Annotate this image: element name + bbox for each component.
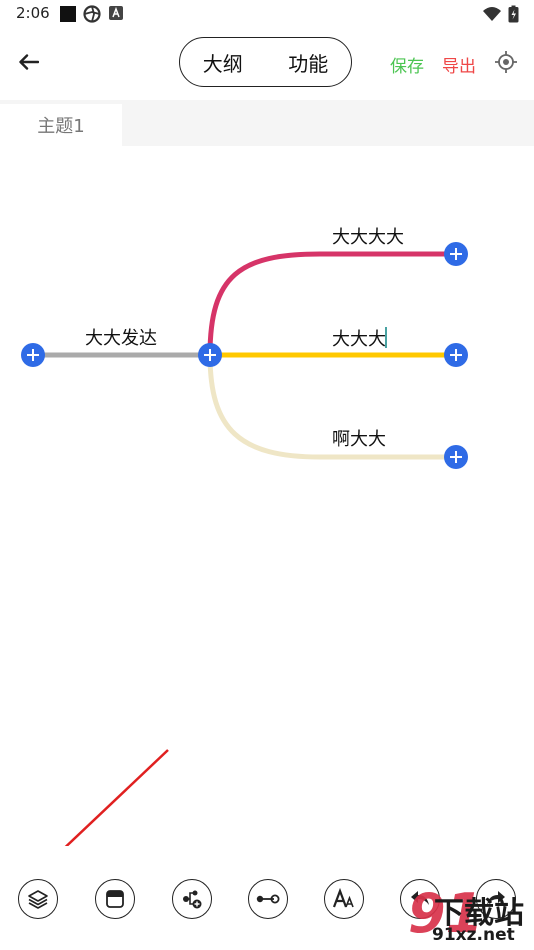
child-node-label-1[interactable]: 大大大大 [332,227,404,248]
font-size-icon [332,888,354,908]
locate-button[interactable] [494,50,518,74]
view-switcher: 大纲 功能 [179,37,352,87]
layers-icon [28,890,48,909]
bottom-toolbar [0,876,534,924]
watermark-logo: 91 [408,882,484,945]
child-node-label-3[interactable]: 啊大大 [332,429,386,450]
app-notification-icon [109,6,123,20]
back-button[interactable] [14,48,44,76]
add-node-button-child-3[interactable] [444,445,468,469]
add-node-button-child-2[interactable] [444,343,468,367]
branch-line-3 [207,354,456,460]
add-node-button-child-1[interactable] [444,242,468,266]
root-node-label[interactable]: 大大发达 [85,328,157,349]
redo-button[interactable] [476,879,516,919]
window-button[interactable] [95,879,135,919]
aperture-icon [83,5,101,23]
wifi-icon [483,7,501,21]
status-time: 2:06 [16,4,50,22]
child-node-label-2[interactable]: 大大大 [332,329,386,350]
layers-button[interactable] [18,879,58,919]
header: 大纲 功能 保存 导出 [0,28,534,96]
undo-button[interactable] [400,879,440,919]
window-icon [106,890,124,908]
add-child-node-icon [183,890,202,909]
add-child-node-button[interactable] [172,879,212,919]
tab-functions[interactable]: 功能 [288,51,329,76]
battery-charging-icon [508,5,519,23]
mindmap-canvas[interactable]: 大大发达 大大大大 大大大 啊大大 [0,146,534,846]
redo-icon [487,891,505,905]
branch-line-1 [207,251,456,356]
add-node-button-root-left[interactable] [21,343,45,367]
notification-square-icon [60,6,76,22]
add-node-button-root-right[interactable] [198,343,222,367]
status-bar: 2:06 [0,0,534,28]
annotation-arrow [64,749,169,846]
save-button[interactable]: 保存 [390,57,424,77]
sheet-tab-topic-1[interactable]: 主题1 [0,104,122,146]
connector-button[interactable] [248,879,288,919]
watermark-url: 91xz.net [432,925,515,945]
tab-outline[interactable]: 大纲 [202,51,243,76]
export-button[interactable]: 导出 [442,57,476,77]
arrow-left-icon [19,54,39,70]
font-size-button[interactable] [324,879,364,919]
watermark-text: 下载站 [434,896,524,931]
undo-icon [411,891,429,905]
connector-icon [256,894,280,904]
